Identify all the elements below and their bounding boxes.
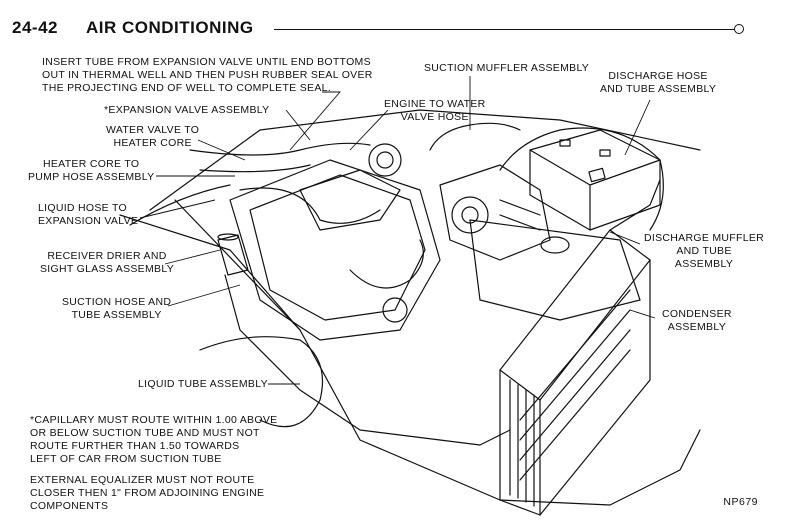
- note-line: ROUTE FURTHER THAN 1.50 TOWARDS: [30, 440, 240, 452]
- label-line: AND TUBE: [676, 245, 732, 257]
- suction-hose: [239, 187, 381, 224]
- leader-discharge-muffler: [609, 231, 641, 245]
- page-number: 24-42: [12, 18, 58, 37]
- leader-insert-tube: [289, 91, 341, 151]
- condenser-assembly: [499, 229, 651, 516]
- label-line: ASSEMBLY: [667, 321, 727, 333]
- label-line: OUT IN THERMAL WELL AND THEN PUSH RUBBER…: [42, 69, 373, 81]
- radiator-cap: [540, 236, 570, 254]
- leader-water-valve: [197, 139, 246, 161]
- header-circle-icon: [734, 24, 744, 34]
- note-equalizer: EXTERNAL EQUALIZER MUST NOT ROUTE CLOSER…: [30, 474, 264, 513]
- leader-discharge-hose: [624, 99, 651, 156]
- label-suction-muffler: SUCTION MUFFLER ASSEMBLY: [424, 62, 590, 74]
- label-line: WATER VALVE TO: [106, 124, 200, 136]
- label-insert-tube: INSERT TUBE FROM EXPANSION VALVE UNTIL E…: [42, 56, 373, 95]
- cowl-line: [149, 109, 701, 211]
- inner-fender-curve: [199, 336, 324, 428]
- leader-receiver-drier: [164, 249, 221, 265]
- receiver-drier: [217, 233, 249, 276]
- label-line: SUCTION HOSE AND: [62, 296, 172, 308]
- label-receiver-drier: RECEIVER DRIER AND SIGHT GLASS ASSEMBLY: [40, 250, 174, 276]
- label-expansion-valve: *EXPANSION VALVE ASSEMBLY: [104, 104, 270, 116]
- label-line: HEATER CORE TO: [43, 158, 140, 170]
- label-line: AND TUBE ASSEMBLY: [600, 83, 717, 95]
- label-discharge-muffler: DISCHARGE MUFFLER AND TUBE ASSEMBLY: [644, 232, 764, 271]
- label-line: ENGINE TO WATER: [384, 98, 486, 110]
- label-line: THE PROJECTING END OF WELL TO COMPLETE S…: [42, 82, 331, 94]
- label-line: TUBE ASSEMBLY: [71, 309, 162, 321]
- leader-condenser: [629, 309, 656, 319]
- label-line: ASSEMBLY: [674, 258, 734, 270]
- label-line: PUMP HOSE ASSEMBLY: [28, 171, 155, 183]
- discharge-muffler-tube: [609, 179, 661, 231]
- battery: [529, 129, 661, 231]
- label-heater-core-pump: HEATER CORE TO PUMP HOSE ASSEMBLY: [28, 158, 154, 184]
- label-line: LIQUID HOSE TO: [38, 202, 127, 214]
- note-line: *CAPILLARY MUST ROUTE WITHIN 1.00 ABOVE: [30, 414, 278, 426]
- label-suction-hose: SUCTION HOSE AND TUBE ASSEMBLY: [62, 296, 171, 322]
- figure-id: NP679: [723, 496, 758, 508]
- note-line: COMPONENTS: [30, 500, 109, 512]
- label-line: DISCHARGE HOSE: [608, 70, 708, 82]
- label-line: RECEIVER DRIER AND: [47, 250, 167, 262]
- label-line: EXPANSION VALVE: [38, 215, 139, 227]
- label-water-valve: WATER VALVE TO HEATER CORE: [106, 124, 199, 150]
- label-line: SIGHT GLASS ASSEMBLY: [40, 263, 174, 275]
- liquid-hose: [129, 184, 231, 226]
- leader-suction-hose: [167, 284, 241, 307]
- note-line: EXTERNAL EQUALIZER MUST NOT ROUTE: [30, 474, 255, 486]
- suction-muffler: [429, 122, 521, 151]
- label-line: VALVE HOSE: [400, 111, 469, 123]
- label-condenser: CONDENSER ASSEMBLY: [662, 308, 732, 334]
- label-engine-water-valve: ENGINE TO WATER VALVE HOSE: [384, 98, 486, 124]
- label-line: DISCHARGE MUFFLER: [644, 232, 765, 244]
- label-line: INSERT TUBE FROM EXPANSION VALVE UNTIL E…: [42, 56, 371, 68]
- note-line: OR BELOW SUCTION TUBE AND MUST NOT: [30, 427, 260, 439]
- label-line: HEATER CORE: [113, 137, 192, 149]
- compressor: [439, 164, 551, 261]
- note-line: CLOSER THEN 1" FROM ADJOINING ENGINE: [30, 487, 265, 499]
- engine-block: [229, 143, 441, 341]
- label-liquid-hose: LIQUID HOSE TO EXPANSION VALVE: [38, 202, 138, 228]
- heater-hose-1: [189, 142, 371, 156]
- inner-fender-left: [119, 214, 301, 331]
- heater-hose-2: [199, 164, 311, 173]
- header-rule: [274, 29, 734, 30]
- label-discharge-hose: DISCHARGE HOSE AND TUBE ASSEMBLY: [600, 70, 716, 96]
- leader-expansion-valve: [285, 109, 311, 141]
- note-line: LEFT OF CAR FROM SUCTION TUBE: [30, 453, 222, 465]
- label-line: CONDENSER: [662, 308, 732, 320]
- radiator-support: [469, 219, 641, 321]
- section-title: AIR CONDITIONING: [86, 18, 254, 37]
- discharge-hose: [499, 127, 664, 231]
- leader-liquid-hose: [139, 199, 216, 219]
- note-capillary: *CAPILLARY MUST ROUTE WITHIN 1.00 ABOVE …: [30, 414, 277, 466]
- leader-engine-water: [349, 109, 389, 151]
- label-liquid-tube: LIQUID TUBE ASSEMBLY: [138, 378, 268, 390]
- liquid-tube: [224, 274, 511, 446]
